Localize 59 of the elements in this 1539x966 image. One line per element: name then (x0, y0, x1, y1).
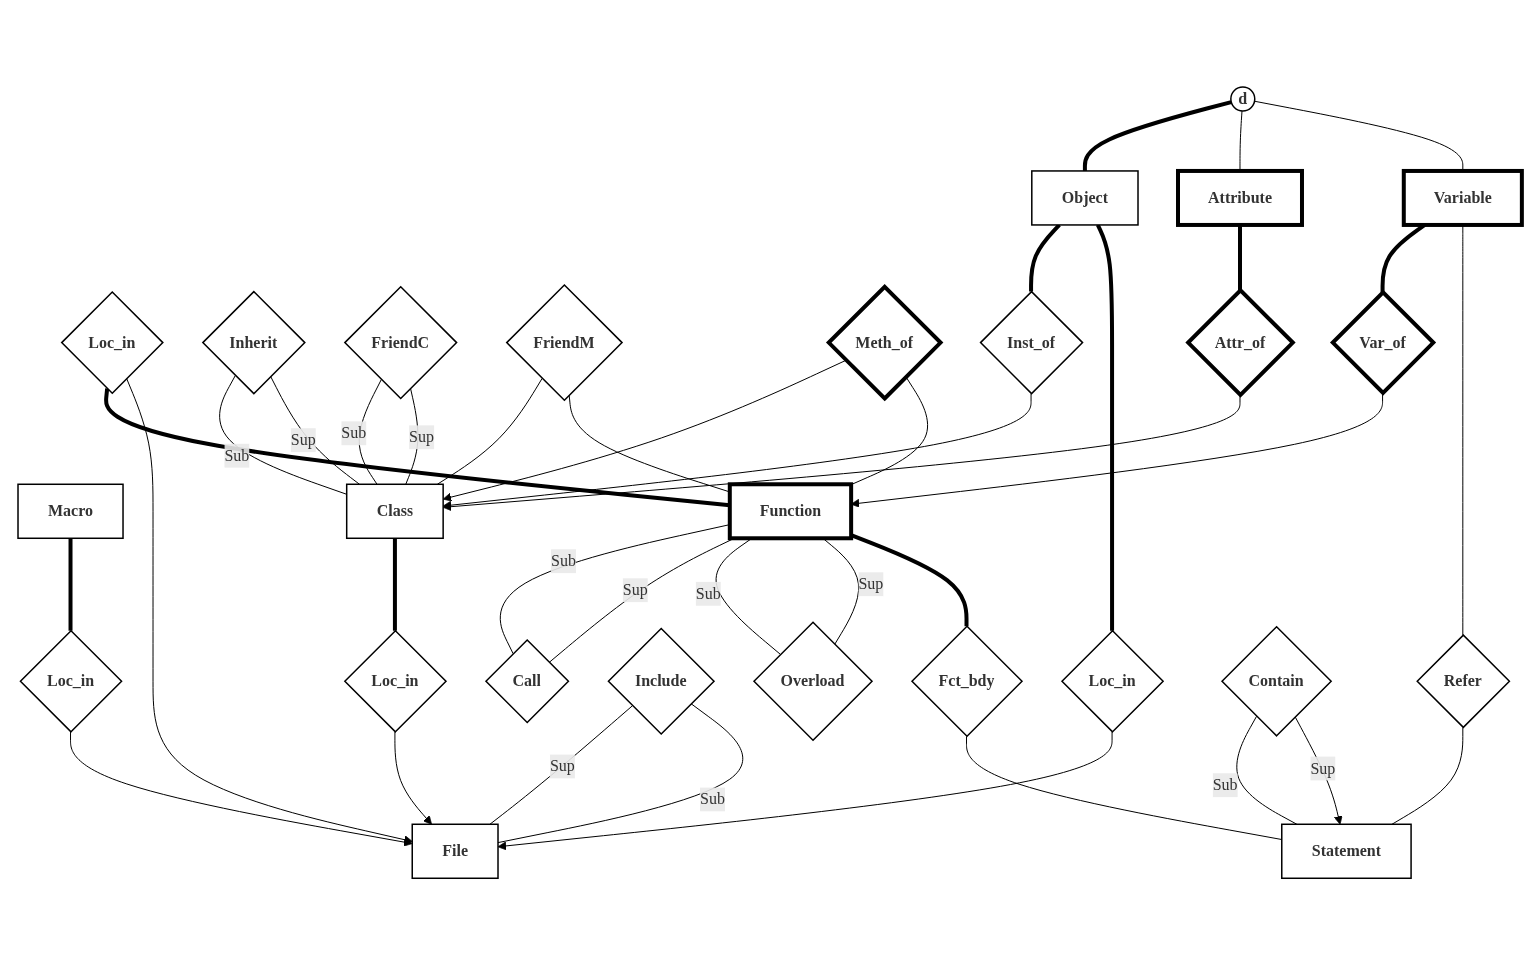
connector (965, 736, 1282, 841)
connector (489, 705, 633, 826)
connector (1095, 224, 1114, 632)
connector (392, 538, 397, 632)
node-box: Attribute (1175, 169, 1304, 228)
connector (436, 378, 543, 486)
node-diamond: Call (484, 639, 570, 724)
node-diamond: Contain (1220, 626, 1332, 738)
connector (1239, 110, 1243, 172)
node-diamond: Loc_in (1060, 630, 1164, 734)
node-box: Macro (16, 483, 124, 540)
arrow (1294, 716, 1343, 826)
connector (1237, 225, 1242, 291)
edge-label: Sub (695, 585, 721, 603)
node-diamond: Inherit (201, 290, 306, 396)
node-box: Class (345, 483, 444, 540)
arrow (394, 731, 432, 826)
node-diamond: Attr_of (1184, 287, 1296, 399)
node-diamond: Overload (752, 621, 873, 742)
node-diamond: Meth_of (825, 284, 943, 402)
node-diamond: FriendM (505, 284, 623, 402)
node-diamond: Loc_in (343, 630, 447, 734)
node-box: Statement (1280, 823, 1412, 880)
node-diamond: Include (606, 627, 715, 736)
connector (1235, 716, 1297, 826)
connector (1253, 101, 1463, 172)
arrow (497, 731, 1113, 851)
connector (497, 703, 743, 844)
edge-label: Sub (340, 424, 366, 442)
edge-label: Sub (223, 447, 249, 465)
edge-label: Sup (858, 575, 883, 593)
node-box: File (411, 823, 499, 880)
connector (269, 376, 360, 486)
node-diamond: FriendC (343, 286, 458, 400)
edge-label: Sub (1212, 776, 1238, 794)
node-box: Variable (1401, 169, 1524, 228)
arrow (442, 394, 1241, 512)
connector (715, 538, 781, 656)
connector (1391, 727, 1463, 826)
node-diamond: Loc_in (18, 630, 123, 734)
connector (218, 375, 347, 496)
connector (68, 538, 73, 632)
edge-label: Sup (408, 428, 434, 446)
node-diamond: Loc_in (60, 291, 164, 395)
connector (1082, 100, 1232, 172)
edge-label: Sup (549, 757, 575, 775)
edge-label: Sub (699, 790, 725, 808)
node-diamond: Fct_bdy (910, 625, 1023, 738)
edge-label: Sup (290, 431, 316, 449)
edge-label: Sup (1309, 759, 1335, 777)
connector (850, 376, 928, 486)
node-diamond: Refer (1415, 634, 1511, 729)
node-box: Function (727, 482, 853, 541)
edge-label: Sup (622, 581, 648, 599)
node-box: Object (1030, 170, 1139, 227)
node-diamond: Inst_of (979, 290, 1084, 396)
edge-label: Sub (550, 552, 576, 570)
node-diamond: Var_of (1329, 289, 1436, 397)
node-circle: d (1229, 86, 1256, 113)
